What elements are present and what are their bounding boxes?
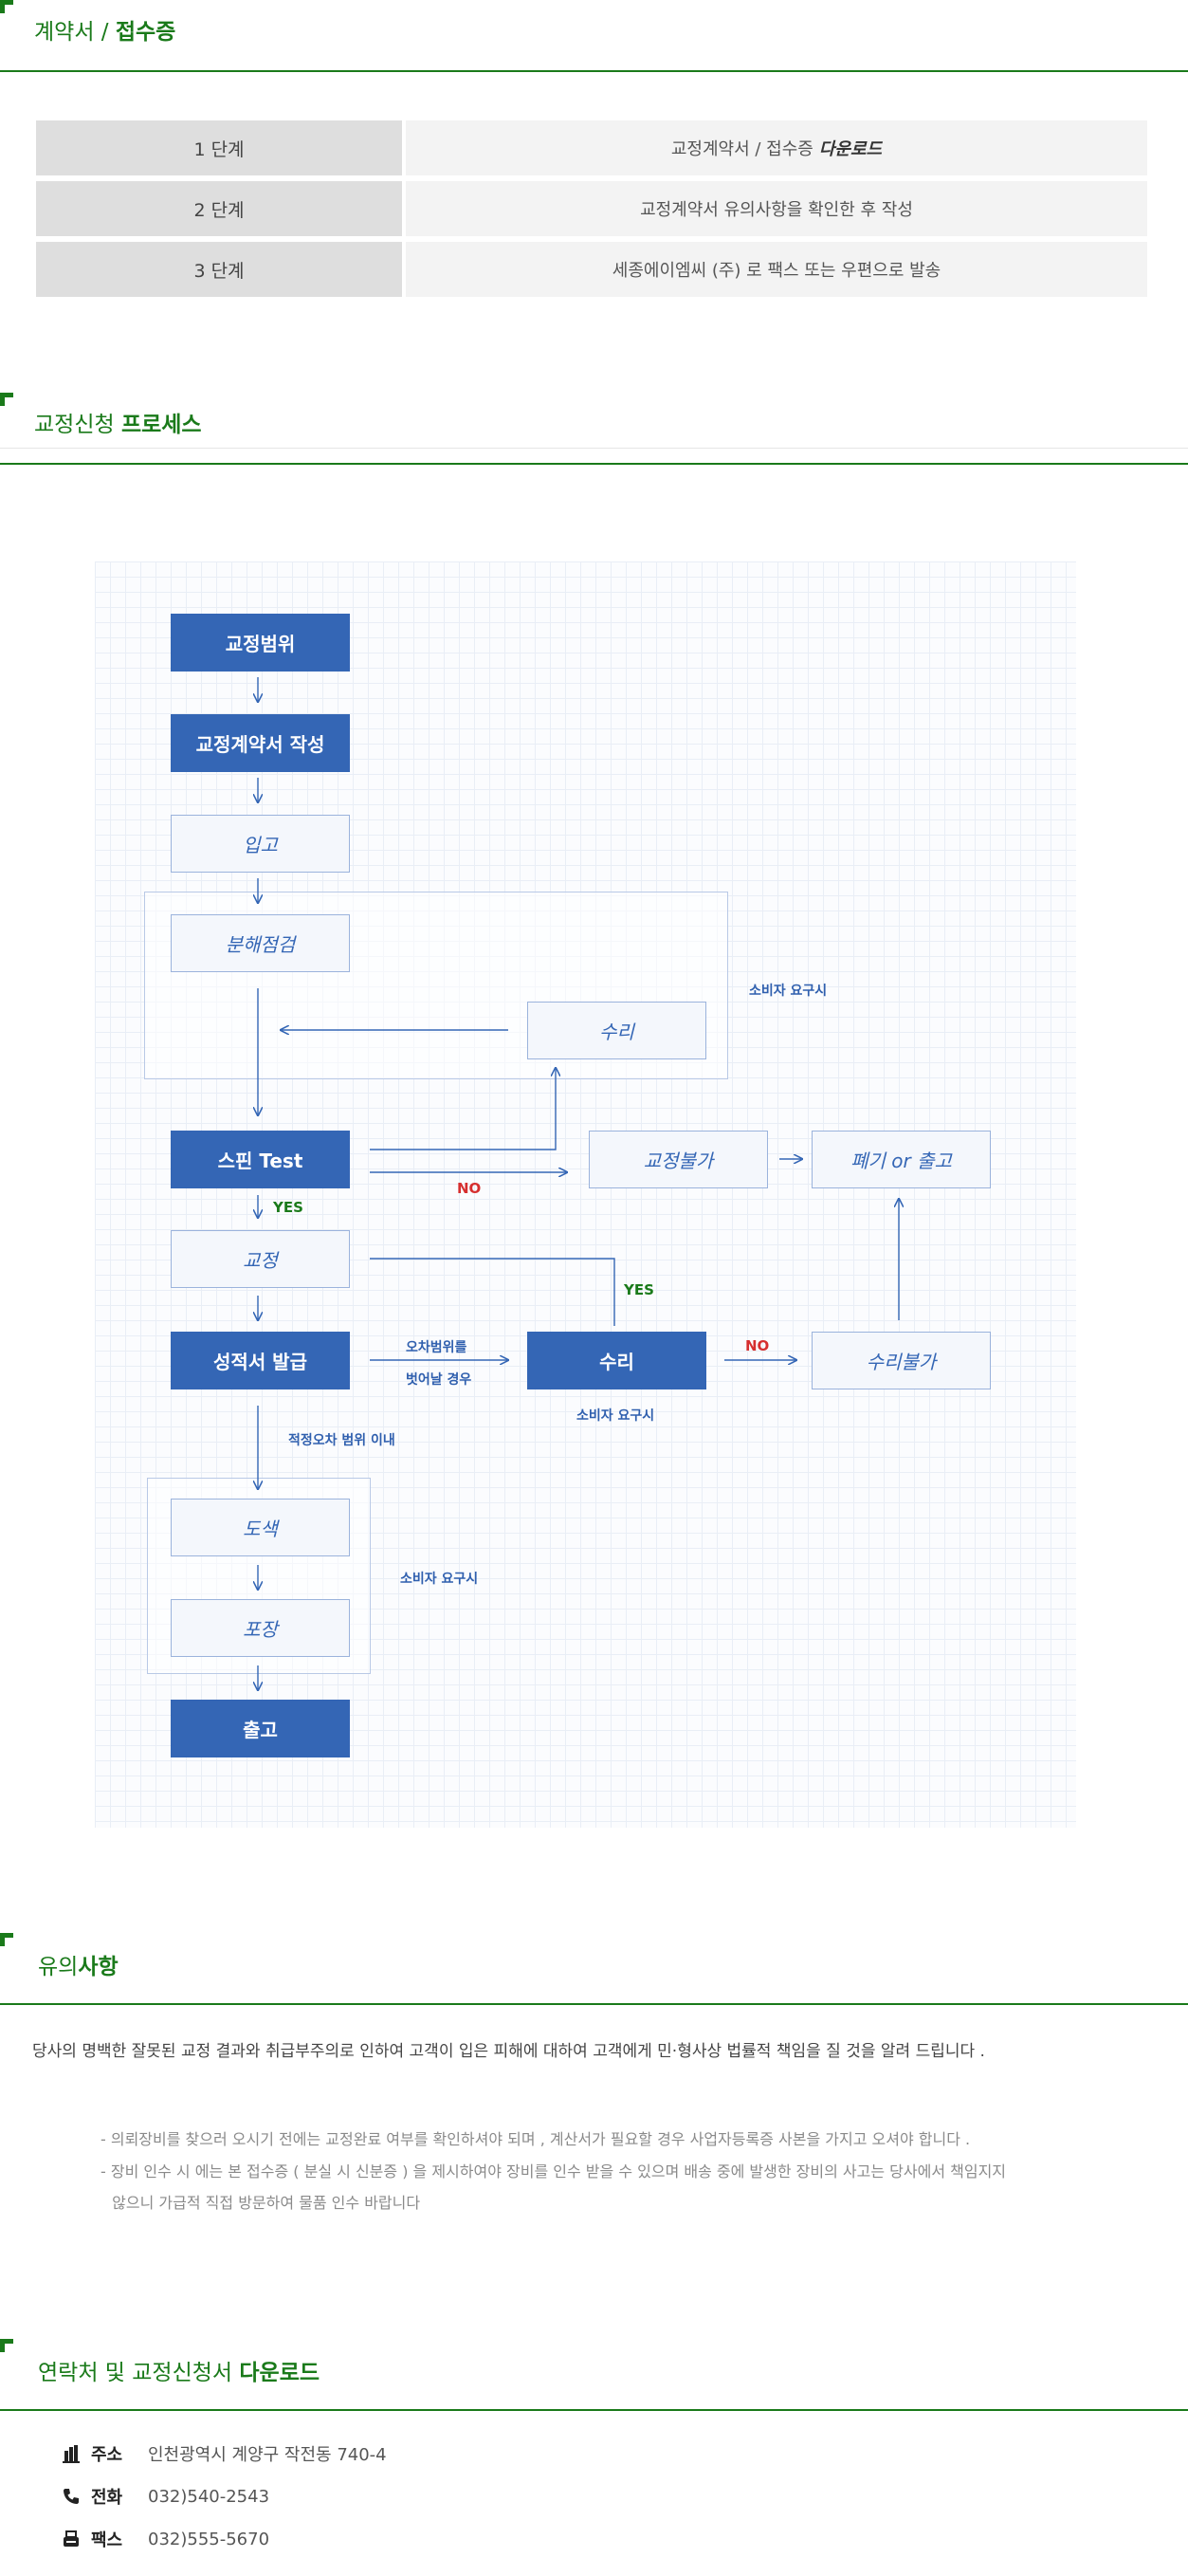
step-repair-top: 수리 — [527, 1002, 706, 1059]
step-scope: 교정범위 — [171, 614, 350, 672]
notice-item: - 의뢰장비를 찾으러 오시기 전에는 교정완료 여부를 확인하셔야 되며 , … — [101, 2130, 971, 2148]
step-dispose-or-ship: 폐기 or 출고 — [812, 1131, 991, 1188]
step-no-repair: 수리불가 — [812, 1332, 991, 1389]
step-certificate: 성적서 발급 — [171, 1332, 350, 1389]
step-no-calibration: 교정불가 — [589, 1131, 768, 1188]
section-divider — [0, 463, 1188, 465]
section-title-contact: 연락처 및 교정신청서 다운로드 — [38, 2361, 320, 2385]
contact-label: 팩스 — [91, 2530, 123, 2550]
consumer-request-label: 소비자 요구시 — [400, 1572, 479, 1587]
liability-notice: 당사의 명백한 잘못된 교정 결과와 취급부주의로 인하여 고객이 입은 피해에… — [32, 2042, 985, 2061]
step-repair-mid: 수리 — [527, 1332, 706, 1389]
contact-fax: 팩스 032)555-5670 — [61, 2525, 269, 2553]
notice-item: 않으니 가급적 직접 방문하여 물품 인수 바랍니다 — [102, 2194, 421, 2212]
step-spin-test: 스핀 Test — [171, 1131, 350, 1188]
step-row-2: 2 단계 교정계약서 유의사항을 확인한 후 작성 — [36, 181, 1147, 236]
no-label: NO — [457, 1180, 482, 1197]
phone-icon — [64, 2489, 79, 2504]
corner-mark — [0, 393, 13, 406]
section-divider — [0, 2409, 1188, 2411]
notice-item: - 장비 인수 시 에는 본 접수증 ( 분실 시 신분증 ) 을 제시하여야 … — [101, 2162, 1007, 2180]
line-calibration-to-repair — [370, 1258, 615, 1326]
section-title-process: 교정신청 프로세스 — [34, 413, 202, 437]
step-number: 1 단계 — [36, 120, 402, 175]
consumer-request-label: 소비자 요구시 — [576, 1408, 655, 1424]
step-packing: 포장 — [171, 1599, 350, 1657]
step-ship: 출고 — [171, 1700, 350, 1757]
contact-phone: 전화 032)540-2543 — [61, 2482, 269, 2511]
in-range-label: 적정오차 범위 이내 — [288, 1433, 395, 1448]
faint-line — [0, 448, 1188, 449]
section-title-notice: 유의사항 — [38, 1955, 119, 1979]
download-link[interactable]: 다운로드 — [818, 139, 883, 159]
step-description: 교정계약서 유의사항을 확인한 후 작성 — [406, 181, 1147, 236]
no-label: NO — [745, 1337, 770, 1354]
yes-label: YES — [273, 1199, 303, 1216]
section-divider — [0, 70, 1188, 72]
step-inspection: 분해점검 — [171, 914, 350, 972]
contact-label: 전화 — [91, 2488, 123, 2508]
step-number: 3 단계 — [36, 242, 402, 297]
step-row-3: 3 단계 세종에이엠씨 (주) 로 팩스 또는 우편으로 발송 — [36, 242, 1147, 297]
section-divider — [0, 2003, 1188, 2005]
step-contract: 교정계약서 작성 — [171, 714, 350, 772]
section-title-contract: 계약서 / 접수증 — [34, 20, 176, 45]
step-number: 2 단계 — [36, 181, 402, 236]
arrow-spin-to-repair — [370, 1068, 556, 1150]
corner-mark — [0, 0, 13, 13]
step-paint: 도색 — [171, 1499, 350, 1556]
contact-value: 인천광역시 계양구 작전동 740-4 — [148, 2445, 387, 2465]
contact-value: 032)555-5670 — [148, 2529, 270, 2549]
corner-mark — [0, 1933, 13, 1946]
step-row-1: 1 단계 교정계약서 / 접수증 다운로드 — [36, 120, 1147, 175]
corner-mark — [0, 2339, 13, 2352]
consumer-request-label: 소비자 요구시 — [749, 984, 828, 999]
out-of-range-label: 오차범위를 — [406, 1340, 467, 1355]
step-description: 세종에이엠씨 (주) 로 팩스 또는 우편으로 발송 — [406, 242, 1147, 297]
out-of-range-label: 벗어날 경우 — [406, 1372, 472, 1388]
step-receiving: 입고 — [171, 815, 350, 873]
building-icon — [63, 2445, 80, 2463]
step-calibration: 교정 — [171, 1230, 350, 1288]
fax-icon — [64, 2530, 79, 2547]
contact-value: 032)540-2543 — [148, 2486, 270, 2507]
yes-label: YES — [624, 1281, 654, 1298]
contact-address: 주소 인천광역시 계양구 작전동 740-4 — [61, 2439, 387, 2468]
step-description: 교정계약서 / 접수증 다운로드 — [406, 120, 1147, 175]
contact-label: 주소 — [91, 2445, 123, 2465]
